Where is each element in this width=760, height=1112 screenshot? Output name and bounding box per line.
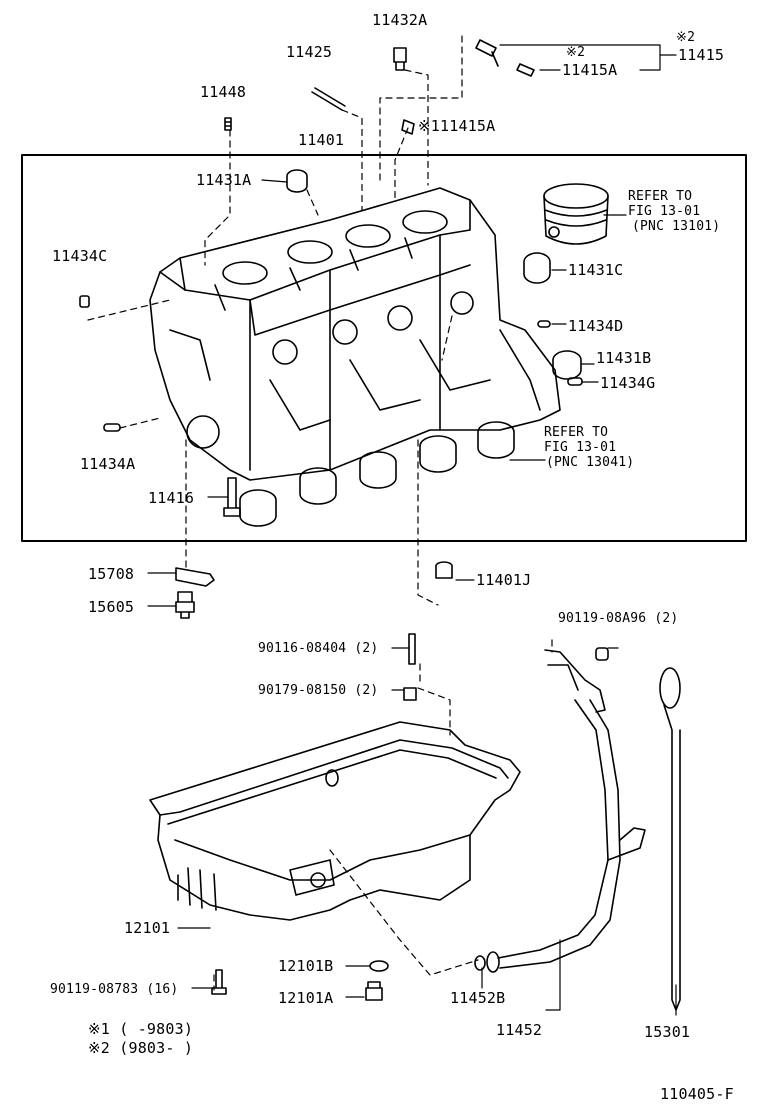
switch-15605	[175, 591, 195, 619]
dipstick	[659, 667, 681, 1011]
label-11434D: 11434D	[568, 317, 624, 335]
label-11431A: 11431A	[196, 171, 252, 189]
label-11401J: 11401J	[476, 571, 532, 589]
label-11431C: 11431C	[568, 261, 624, 279]
label-11434A: 11434A	[80, 455, 136, 473]
label-12101A: 12101A	[278, 989, 334, 1007]
label-12101: 12101	[124, 919, 171, 937]
label-111415A: ※111415A	[418, 117, 496, 135]
dipstick-guide	[474, 649, 646, 973]
stud-11425	[311, 87, 346, 111]
plug-11431A	[286, 169, 308, 193]
stud-11448	[224, 117, 232, 131]
label-11452: 11452	[496, 1021, 543, 1039]
label-11425: 11425	[286, 43, 333, 61]
bolt-11416	[223, 477, 241, 517]
note-1: ※1 ( -9803)	[88, 1020, 194, 1038]
ref-bearing-line3: (PNC 13041)	[546, 455, 635, 470]
label-90119-08783: 90119-08783 (16)	[50, 982, 179, 997]
label-11448: 11448	[200, 83, 247, 101]
label-11415A-note: ※2	[566, 45, 586, 60]
crank-bearings	[239, 421, 515, 527]
label-11434C: 11434C	[52, 247, 108, 265]
label-90119-08A96: 90119-08A96 (2)	[558, 611, 679, 626]
label-11452B: 11452B	[450, 989, 506, 1007]
ref-piston-line3: (PNC 13101)	[632, 219, 721, 234]
ref-bearing-line1: REFER TO	[544, 425, 609, 440]
fitting-11415	[475, 39, 499, 67]
plug-11432A	[393, 47, 407, 71]
pin-11434A	[103, 423, 121, 432]
label-11434G: 11434G	[600, 374, 656, 392]
label-15301: 15301	[644, 1023, 691, 1041]
ref-bearing-line2: FIG 13-01	[544, 440, 617, 455]
nut-90119-08A96	[595, 647, 609, 661]
fitting-111415A	[401, 119, 415, 135]
label-11401: 11401	[298, 131, 345, 149]
label-11416: 11416	[148, 489, 195, 507]
label-15708: 15708	[88, 565, 135, 583]
label-90179-08150: 90179-08150 (2)	[258, 683, 379, 698]
cylinder-block	[149, 187, 561, 481]
label-15605: 15605	[88, 598, 135, 616]
plug-12101A	[365, 981, 383, 1001]
label-11415: 11415	[678, 46, 725, 64]
label-11432A: 11432A	[372, 11, 428, 29]
block-group-frame	[21, 154, 747, 542]
plug-11431C	[523, 252, 551, 284]
oil-pan	[149, 721, 521, 921]
label-11415-note: ※2	[676, 30, 696, 45]
bolt-90119-08783	[211, 969, 227, 995]
stud-90116	[408, 633, 416, 665]
piston	[543, 183, 609, 245]
label-90116-08404: 90116-08404 (2)	[258, 641, 379, 656]
fitting-11415A	[516, 63, 535, 77]
pin-11434C	[79, 295, 90, 308]
bolt-11401J	[435, 561, 453, 579]
gasket-12101B	[369, 960, 389, 972]
pin-11434D	[537, 320, 551, 328]
label-12101B: 12101B	[278, 957, 334, 975]
label-11431B: 11431B	[596, 349, 652, 367]
ref-piston-line2: FIG 13-01	[628, 204, 701, 219]
ref-piston-line1: REFER TO	[628, 189, 693, 204]
figure-id: 110405-F	[660, 1085, 734, 1103]
nut-90179	[403, 687, 417, 701]
note-2: ※2 (9803- )	[88, 1039, 194, 1057]
label-11415A: 11415A	[562, 61, 618, 79]
bracket-15708	[175, 567, 215, 587]
plug-11431B	[552, 350, 582, 380]
